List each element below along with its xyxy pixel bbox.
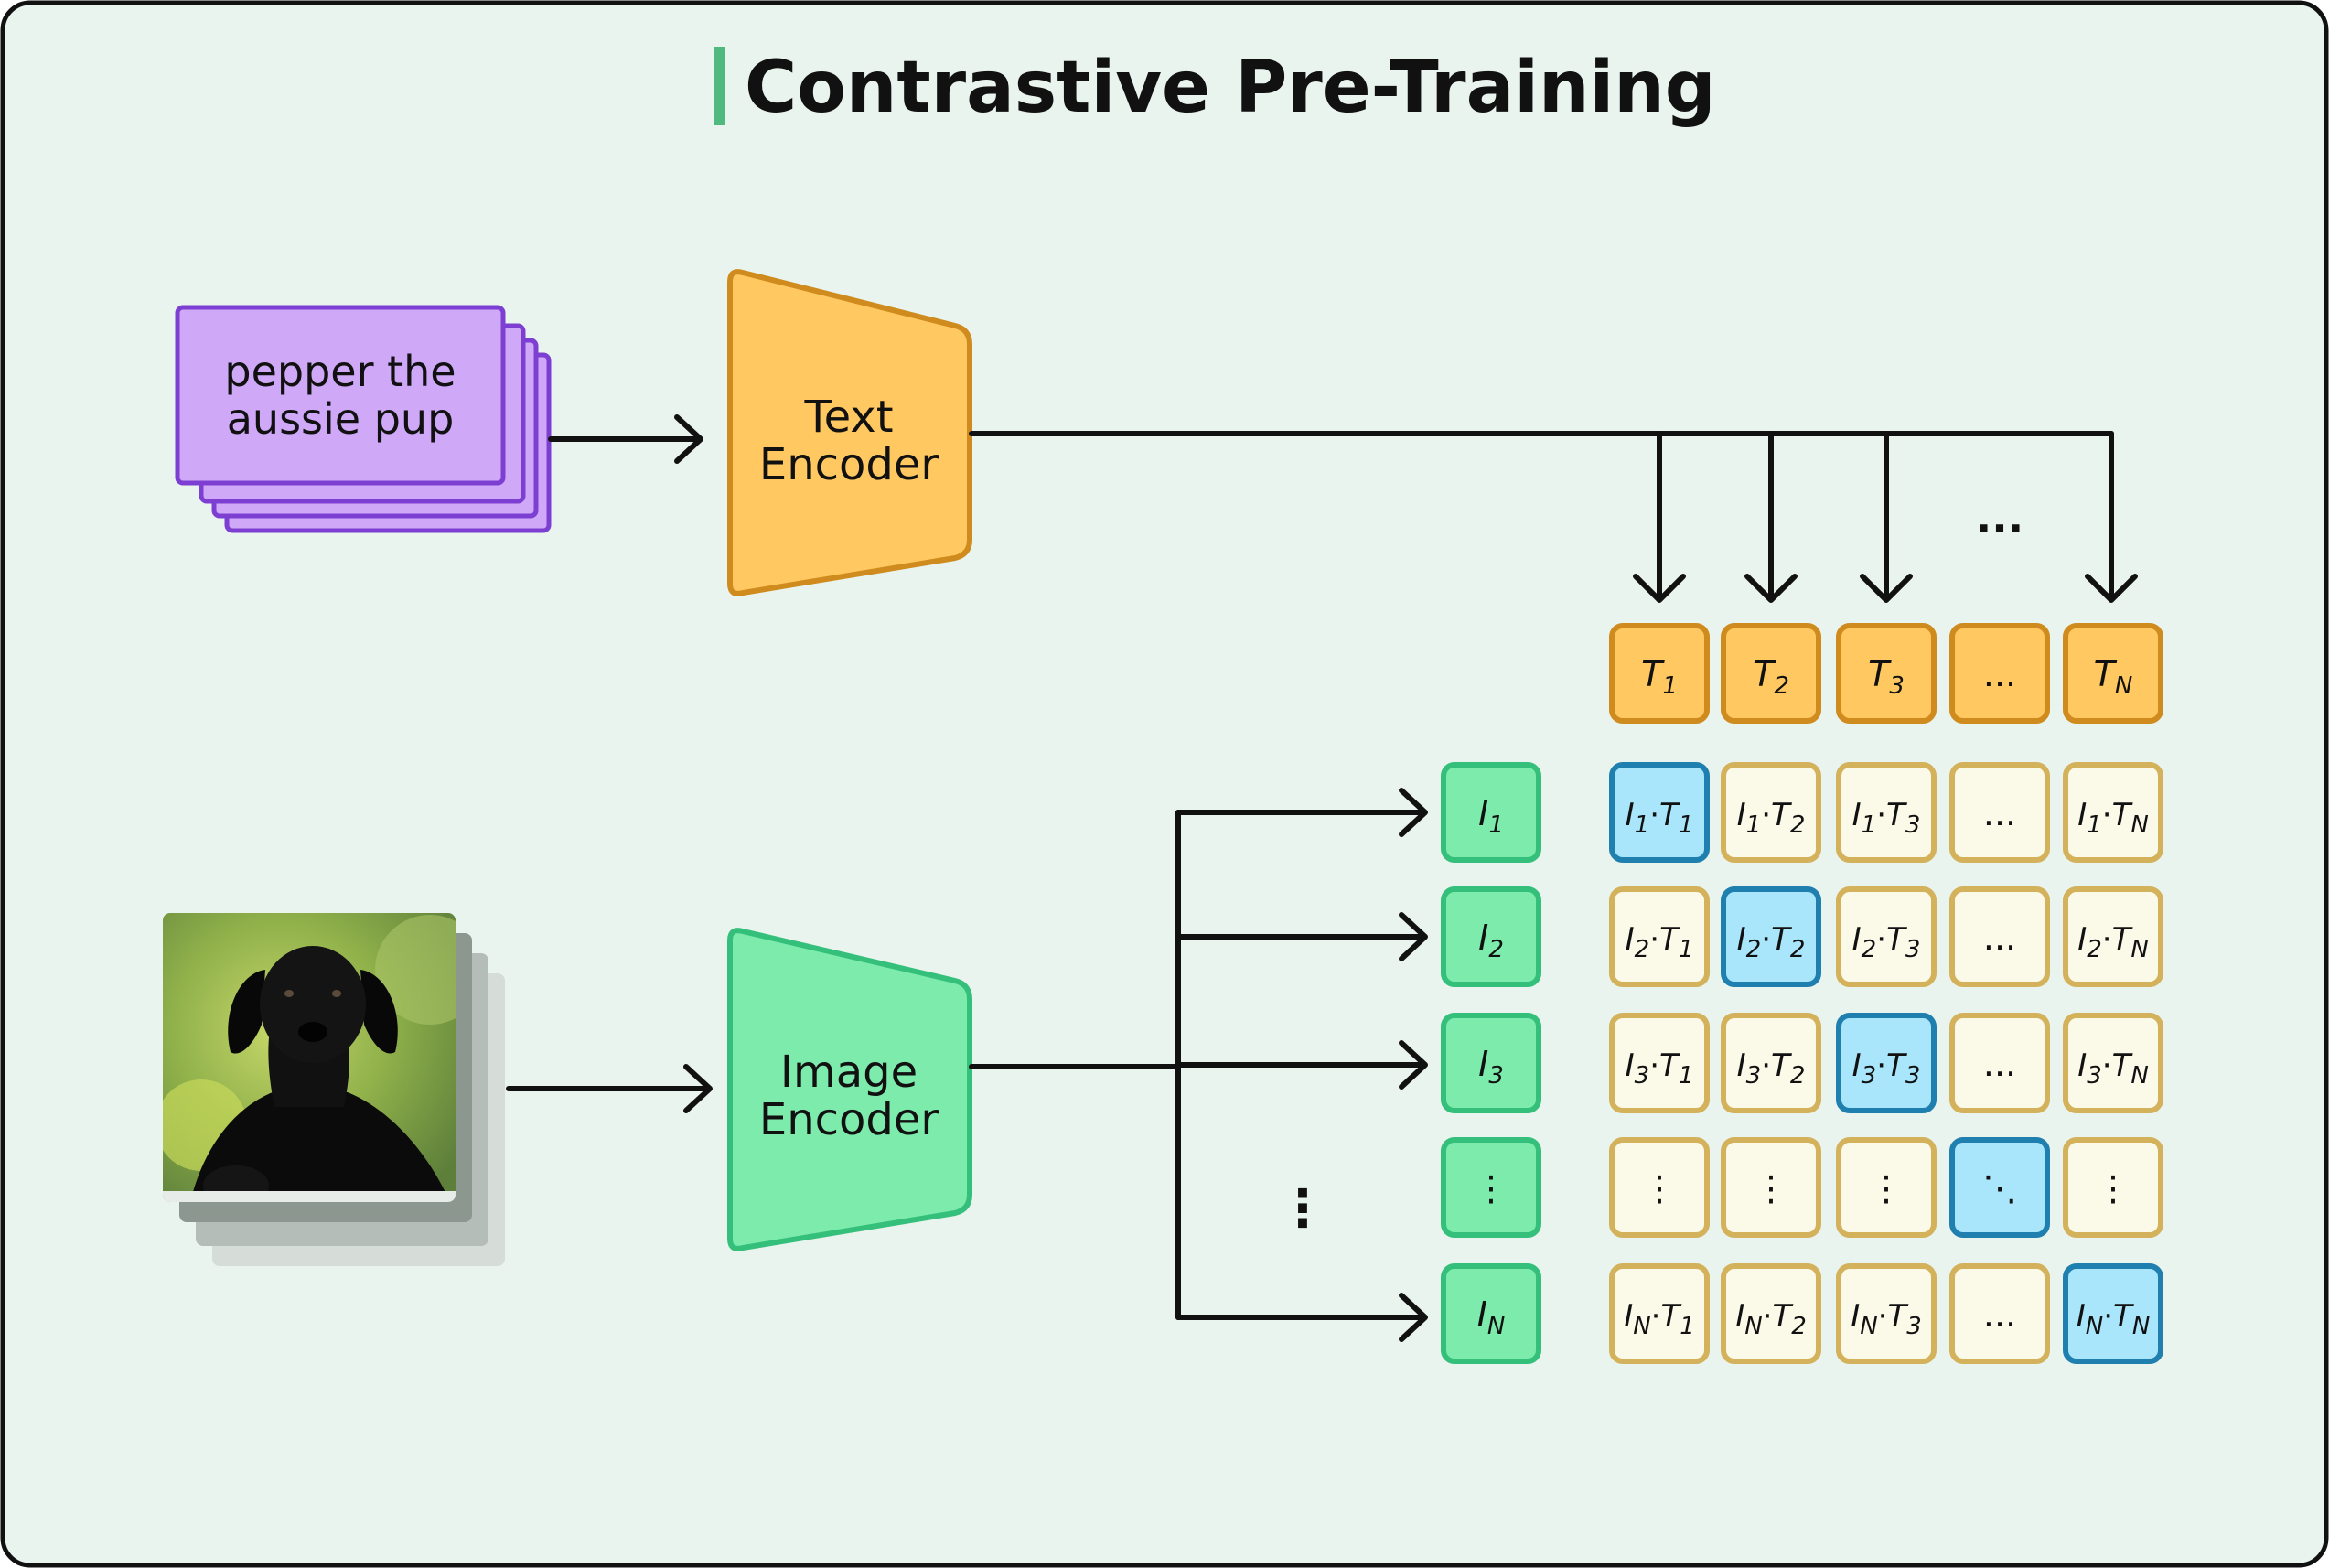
similarity-cell (1949, 1013, 2050, 1113)
text-embedding-arrows (969, 431, 2138, 603)
similarity-cell-diagonal (1721, 886, 1821, 987)
similarity-cell-diagonal (2063, 1263, 2163, 1364)
similarity-cell-label: ... (1983, 793, 2016, 833)
similarity-cell-diagonal (1836, 1013, 1937, 1113)
image-embedding-box (1441, 762, 1541, 863)
similarity-cell-diagonal (1609, 762, 1710, 863)
similarity-cell (1609, 1137, 1710, 1238)
text-embedding-box (1721, 623, 1821, 724)
similarity-cell-label: ... (1983, 918, 2016, 958)
similarity-cell-label: IN·T1 (1624, 1298, 1695, 1340)
caption-line-1: pepper the (224, 347, 456, 396)
similarity-cell-label: IN·T2 (1735, 1298, 1807, 1340)
similarity-cell (1949, 886, 2050, 987)
similarity-cell-label: I1·T1 (1626, 797, 1694, 839)
text-embedding-box (1836, 623, 1937, 724)
similarity-cell-label: I1·TN (2077, 797, 2149, 839)
diagram-title: Contrastive Pre-Training (745, 47, 1716, 129)
similarity-cell (1949, 762, 2050, 863)
similarity-cell (1836, 886, 1937, 987)
arrow-image-to-encoder (506, 1064, 713, 1113)
similarity-cell (2063, 1137, 2163, 1238)
text-encoder-label-2: Encoder (759, 439, 939, 490)
image-embedding-arrows (969, 788, 1428, 1342)
text-embedding-label: ... (1983, 654, 2016, 694)
text-arrows-ellipsis: ... (1976, 493, 2023, 542)
text-embedding-label: T3 (1868, 654, 1905, 700)
similarity-cell (2063, 762, 2163, 863)
similarity-cell-label: ⋮ (1869, 1168, 1904, 1208)
similarity-cell-diagonal (1949, 1137, 2050, 1238)
arrow-text-to-encoder (548, 414, 703, 464)
similarity-cell (1609, 1013, 1710, 1113)
image-embedding-label: I3 (1478, 1044, 1504, 1090)
similarity-cell-label: I3·T2 (1737, 1047, 1806, 1090)
text-embedding-box (2063, 623, 2163, 724)
similarity-cell-label: I2·T2 (1737, 921, 1806, 963)
similarity-cell-label: I1·T3 (1852, 797, 1921, 839)
image-encoder (727, 928, 972, 1251)
similarity-cell (1721, 1137, 1821, 1238)
similarity-cell (2063, 1013, 2163, 1113)
text-embedding-label: TN (2094, 654, 2133, 700)
image-embedding-box (1441, 1137, 1541, 1238)
similarity-matrix: I1·T1 I1·T2 I1·T3... I1·TN I2·T1 I2·T2 I2·T3..… (1609, 762, 2163, 1364)
text-embedding-box (1949, 623, 2050, 724)
image-embedding-label: ⋮ (1474, 1168, 1508, 1208)
similarity-cell (1721, 1013, 1821, 1113)
similarity-cell (1721, 1263, 1821, 1364)
similarity-cell (1609, 1263, 1710, 1364)
black-labrador-puppy-photo-icon (163, 913, 456, 1202)
image-embedding-label: I2 (1478, 918, 1504, 963)
text-encoder (727, 269, 972, 596)
similarity-cell-label: ⋮ (1754, 1168, 1788, 1208)
image-arrows-ellipsis: ⋮ (1277, 1179, 1328, 1239)
image-encoder-label-2: Encoder (759, 1094, 939, 1145)
similarity-cell-label: I3·T1 (1626, 1047, 1694, 1090)
similarity-cell-label: I2·T1 (1626, 921, 1694, 963)
similarity-cell (1836, 1137, 1937, 1238)
image-embedding-box (1441, 1263, 1541, 1364)
similarity-cell (1949, 1263, 2050, 1364)
similarity-cell-label: I2·TN (2077, 921, 2149, 963)
similarity-cell-label: ⋮ (1642, 1168, 1677, 1208)
image-embedding-box (1441, 1013, 1541, 1113)
similarity-cell (1836, 762, 1937, 863)
similarity-cell-label: ... (1983, 1044, 2016, 1084)
text-encoder-label-1: Text (803, 392, 893, 443)
image-stack (163, 913, 505, 1266)
title-accent-bar (714, 47, 725, 125)
image-encoder-label-1: Image (780, 1047, 918, 1098)
text-card-stack: pepper the aussie pup (175, 305, 552, 533)
image-embedding-label: I1 (1478, 793, 1504, 839)
caption-line-2: aussie pup (227, 394, 455, 444)
text-embedding-box (1609, 623, 1710, 724)
similarity-cell-label: I2·T3 (1852, 921, 1921, 963)
image-embedding-box (1441, 886, 1541, 987)
similarity-cell-label: I1·T2 (1737, 797, 1806, 839)
similarity-cell-label: ⋱ (1982, 1168, 2017, 1208)
similarity-cell (1836, 1263, 1937, 1364)
similarity-cell (2063, 886, 2163, 987)
similarity-cell-label: ⋮ (2096, 1168, 2130, 1208)
similarity-cell (1721, 762, 1821, 863)
image-embedding-label: IN (1477, 1294, 1506, 1340)
similarity-cell-label: IN·TN (2077, 1298, 2151, 1340)
text-embedding-label: T2 (1753, 654, 1789, 700)
text-embedding-row: T1 T2 T3... TN (1609, 623, 2163, 724)
similarity-cell-label: I3·TN (2077, 1047, 2149, 1090)
similarity-cell-label: ... (1983, 1294, 2016, 1335)
similarity-cell (1609, 886, 1710, 987)
text-embedding-label: T1 (1641, 654, 1678, 700)
similarity-cell-label: IN·T3 (1851, 1298, 1922, 1340)
similarity-cell-label: I3·T3 (1852, 1047, 1921, 1090)
text-card (175, 305, 506, 486)
